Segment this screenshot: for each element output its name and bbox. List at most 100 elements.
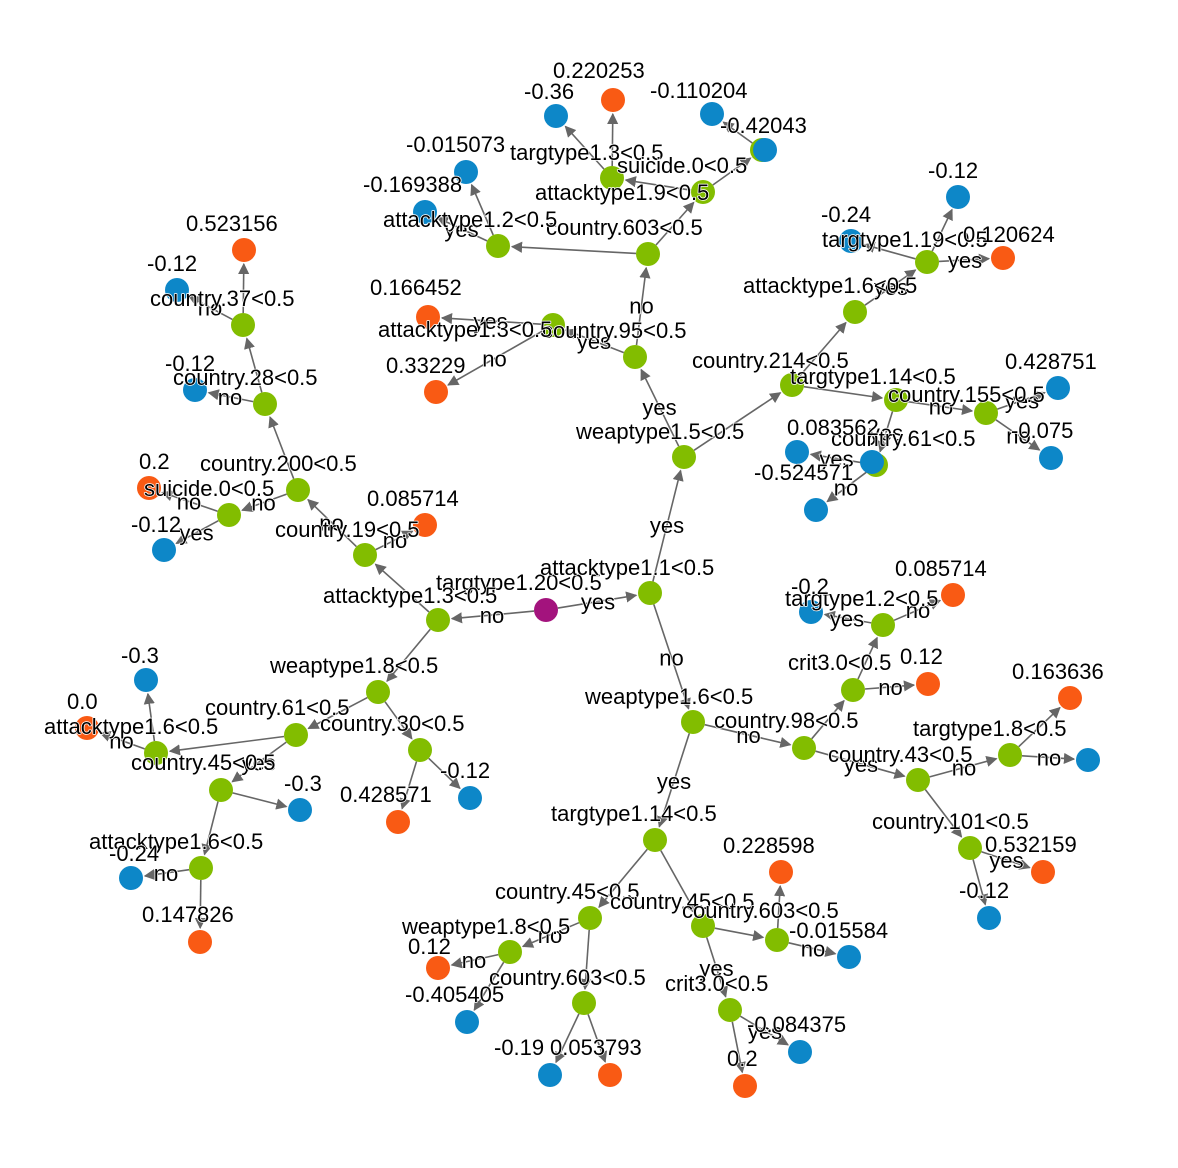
edge-label-no: no bbox=[154, 861, 178, 886]
split-node-n31[interactable] bbox=[841, 678, 865, 702]
leaf-node-L24[interactable] bbox=[75, 716, 99, 740]
leaf-node-L36[interactable] bbox=[977, 906, 1001, 930]
leaf-node-L42[interactable] bbox=[837, 945, 861, 969]
split-node-n39[interactable] bbox=[572, 991, 596, 1015]
leaf-node-L11[interactable] bbox=[991, 246, 1015, 270]
split-node-n19[interactable] bbox=[353, 543, 377, 567]
edge-n30-n33 bbox=[815, 750, 906, 779]
split-node-n25[interactable] bbox=[408, 738, 432, 762]
leaf-value-0-220253: 0.220253 bbox=[553, 58, 645, 83]
split-node-n27[interactable] bbox=[189, 856, 213, 880]
split-node-n26[interactable] bbox=[209, 778, 233, 802]
leaf-node-L29[interactable] bbox=[458, 786, 482, 810]
split-node-n32[interactable] bbox=[871, 613, 895, 637]
edge-n8-L8 bbox=[447, 330, 543, 386]
leaf-node-L8[interactable] bbox=[424, 380, 448, 404]
split-node-n4[interactable] bbox=[681, 710, 705, 734]
split-node-n35[interactable] bbox=[958, 836, 982, 860]
split-node-n15[interactable] bbox=[884, 388, 908, 412]
split-condition-country-37-0-5: country.37<0.5 bbox=[150, 286, 295, 311]
leaf-node-L43[interactable] bbox=[788, 1040, 812, 1064]
split-node-n33[interactable] bbox=[906, 768, 930, 792]
leaf-node-L37[interactable] bbox=[426, 956, 450, 980]
leaf-node-L13[interactable] bbox=[1039, 446, 1063, 470]
leaf-node-L14[interactable] bbox=[785, 440, 809, 464]
edge-label-yes: yes bbox=[444, 217, 478, 242]
split-node-n34[interactable] bbox=[998, 743, 1022, 767]
leaf-node-L10[interactable] bbox=[839, 229, 863, 253]
leaf-node-L23[interactable] bbox=[134, 668, 158, 692]
leaf-node-L35[interactable] bbox=[1031, 860, 1055, 884]
leaf-node-L5[interactable] bbox=[454, 160, 478, 184]
leaf-node-L27[interactable] bbox=[188, 930, 212, 954]
edge-label-no: no bbox=[834, 476, 858, 501]
split-node-n1[interactable] bbox=[638, 581, 662, 605]
leaf-node-L39[interactable] bbox=[538, 1063, 562, 1087]
edge-n36-n38 bbox=[521, 921, 580, 948]
leaf-value-0-083562: 0.083562 bbox=[787, 415, 879, 440]
split-node-n3[interactable] bbox=[672, 445, 696, 469]
leaf-node-L17[interactable] bbox=[232, 238, 256, 262]
leaf-node-L21[interactable] bbox=[152, 538, 176, 562]
leaf-node-L32[interactable] bbox=[916, 672, 940, 696]
root-node-root[interactable] bbox=[534, 598, 558, 622]
split-node-n23[interactable] bbox=[231, 313, 255, 337]
leaf-node-L20[interactable] bbox=[137, 476, 161, 500]
split-node-n37[interactable] bbox=[691, 914, 715, 938]
split-node-n40[interactable] bbox=[718, 998, 742, 1022]
split-node-n9[interactable] bbox=[486, 234, 510, 258]
leaf-node-L40[interactable] bbox=[598, 1063, 622, 1087]
split-node-n14[interactable] bbox=[915, 250, 939, 274]
leaf-node-L22[interactable] bbox=[413, 513, 437, 537]
leaf-node-L31[interactable] bbox=[941, 583, 965, 607]
leaf-node-L33[interactable] bbox=[1058, 686, 1082, 710]
leaf-node-L6[interactable] bbox=[413, 200, 437, 224]
split-node-n7[interactable] bbox=[636, 242, 660, 266]
leaf-node-L2[interactable] bbox=[544, 104, 568, 128]
split-node-n30[interactable] bbox=[792, 736, 816, 760]
split-node-n17[interactable] bbox=[974, 401, 998, 425]
leaf-node-L4[interactable] bbox=[753, 138, 777, 162]
leaf-node-L19[interactable] bbox=[183, 378, 207, 402]
leaf-node-L16[interactable] bbox=[804, 498, 828, 522]
leaf-node-L9[interactable] bbox=[946, 185, 970, 209]
leaf-node-L44[interactable] bbox=[733, 1074, 757, 1098]
split-node-n6[interactable] bbox=[780, 373, 804, 397]
edge-label-no: no bbox=[929, 395, 953, 420]
split-node-n29[interactable] bbox=[643, 828, 667, 852]
leaf-node-L18[interactable] bbox=[165, 278, 189, 302]
leaf-node-L15[interactable] bbox=[860, 450, 884, 474]
split-node-n5[interactable] bbox=[623, 345, 647, 369]
leaf-node-L34[interactable] bbox=[1076, 748, 1100, 772]
split-node-n13[interactable] bbox=[843, 300, 867, 324]
leaf-node-L28[interactable] bbox=[386, 810, 410, 834]
leaf-value-0-405405: -0.405405 bbox=[405, 982, 504, 1007]
split-node-n20[interactable] bbox=[286, 478, 310, 502]
leaf-node-L25[interactable] bbox=[288, 798, 312, 822]
split-node-n24[interactable] bbox=[284, 723, 308, 747]
split-node-n41[interactable] bbox=[765, 928, 789, 952]
leaf-node-L1[interactable] bbox=[601, 88, 625, 112]
split-node-n38[interactable] bbox=[498, 940, 522, 964]
leaf-node-L3[interactable] bbox=[700, 102, 724, 126]
leaf-node-L12[interactable] bbox=[1046, 376, 1070, 400]
edge-n1-n4 bbox=[653, 604, 691, 710]
split-condition-targtype1-19-0-5: targtype1.19<0.5 bbox=[822, 227, 988, 252]
edge-n27-L27 bbox=[194, 879, 206, 930]
split-node-n8[interactable] bbox=[541, 313, 565, 337]
split-node-n18[interactable] bbox=[366, 680, 390, 704]
split-node-n2[interactable] bbox=[426, 608, 450, 632]
split-node-n11[interactable] bbox=[600, 166, 624, 190]
leaf-node-L38[interactable] bbox=[455, 1010, 479, 1034]
split-node-n21[interactable] bbox=[217, 503, 241, 527]
leaf-node-L41[interactable] bbox=[769, 860, 793, 884]
leaf-node-L26[interactable] bbox=[119, 866, 143, 890]
split-node-n36[interactable] bbox=[578, 906, 602, 930]
edge-n38-L38 bbox=[473, 961, 505, 1012]
leaf-node-L7[interactable] bbox=[416, 305, 440, 329]
split-node-n28[interactable] bbox=[144, 741, 168, 765]
split-node-n22[interactable] bbox=[253, 392, 277, 416]
leaf-node-L30[interactable] bbox=[799, 600, 823, 624]
split-condition-weaptype1-8-0-5: weaptype1.8<0.5 bbox=[269, 653, 438, 678]
split-node-n10[interactable] bbox=[691, 180, 715, 204]
